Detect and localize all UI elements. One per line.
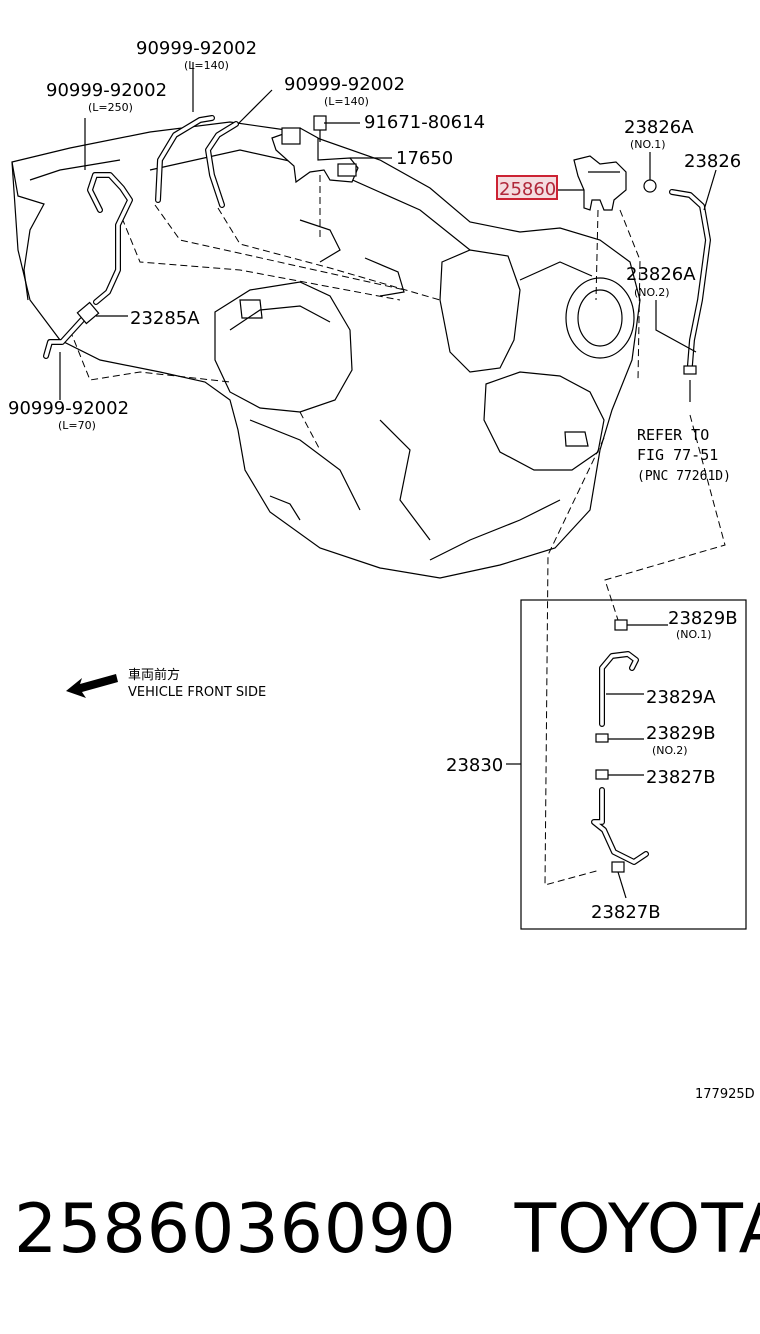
label-clamp-no2: 23826A bbox=[626, 264, 696, 285]
hose-top-center bbox=[155, 115, 215, 203]
label-inset-assembly: 23830 bbox=[446, 755, 503, 776]
union-part bbox=[76, 301, 100, 325]
inset-box bbox=[506, 599, 747, 930]
label-clamp-no1-sub: (NO.1) bbox=[630, 138, 666, 151]
label-hose-top-left: 90999-92002 bbox=[46, 80, 167, 101]
footer-brand: TOYOTA bbox=[514, 1190, 760, 1269]
clamp-no2-part bbox=[683, 365, 697, 402]
vehicle-front-arrow-icon bbox=[66, 674, 118, 698]
footer-part-number: 2586036090 bbox=[14, 1190, 457, 1269]
label-clamp-no1: 23826A bbox=[624, 117, 694, 138]
label-direction-en: VEHICLE FRONT SIDE bbox=[128, 685, 266, 700]
label-inset-clip-b: 23827B bbox=[591, 902, 661, 923]
refer-line-1: REFER TO bbox=[637, 426, 709, 444]
label-direction-jp: 車両前方 bbox=[128, 667, 180, 683]
inset-parts bbox=[591, 619, 649, 873]
hose-top-right bbox=[205, 121, 239, 208]
label-hose-top-center-length: (L=140) bbox=[184, 59, 229, 72]
refer-line-2: FIG 77-51 bbox=[637, 446, 718, 464]
label-inset-clamp-b: 23829B bbox=[646, 723, 716, 744]
label-union: 23285A bbox=[130, 308, 200, 329]
footer: 2586036090 TOYOTA bbox=[14, 1190, 760, 1269]
label-inset-hose: 23829A bbox=[646, 687, 716, 708]
figure-code: 177925D bbox=[695, 1087, 755, 1102]
label-clamp-no2-sub: (NO.2) bbox=[634, 286, 670, 299]
label-hose-right: 23826 bbox=[684, 151, 741, 172]
inset-leaders bbox=[606, 624, 668, 899]
label-hose-bottom-left-length: (L=70) bbox=[58, 419, 96, 432]
label-hose-top-right-length: (L=140) bbox=[324, 95, 369, 108]
valve-part bbox=[573, 155, 627, 211]
hose-bottom-left bbox=[43, 317, 85, 359]
hose-top-left bbox=[87, 172, 133, 305]
label-hose-top-center: 90999-92002 bbox=[136, 38, 257, 59]
hose-right-part bbox=[669, 189, 711, 368]
engine-outline bbox=[11, 121, 641, 579]
label-valve-highlighted: 25860 bbox=[499, 179, 556, 200]
label-hose-bottom-left: 90999-92002 bbox=[8, 398, 129, 419]
label-bracket: 17650 bbox=[396, 148, 453, 169]
label-inset-clip-a: 23827B bbox=[646, 767, 716, 788]
label-hose-top-right: 90999-92002 bbox=[284, 74, 405, 95]
label-inset-clamp-b-sub: (NO.2) bbox=[652, 744, 688, 757]
vsv-bracket bbox=[271, 127, 359, 184]
highlighted-part-label: 25860 bbox=[496, 175, 558, 200]
refer-line-3: (PNC 77261D) bbox=[637, 469, 731, 484]
label-inset-clamp-a: 23829B bbox=[668, 608, 738, 629]
label-bolt: 91671-80614 bbox=[364, 112, 485, 133]
highlight-box bbox=[496, 175, 558, 200]
clamp-no1-part bbox=[643, 179, 657, 193]
label-inset-clamp-a-sub: (NO.1) bbox=[676, 628, 712, 641]
leader-lines bbox=[59, 62, 717, 400]
label-hose-top-left-length: (L=250) bbox=[88, 101, 133, 114]
